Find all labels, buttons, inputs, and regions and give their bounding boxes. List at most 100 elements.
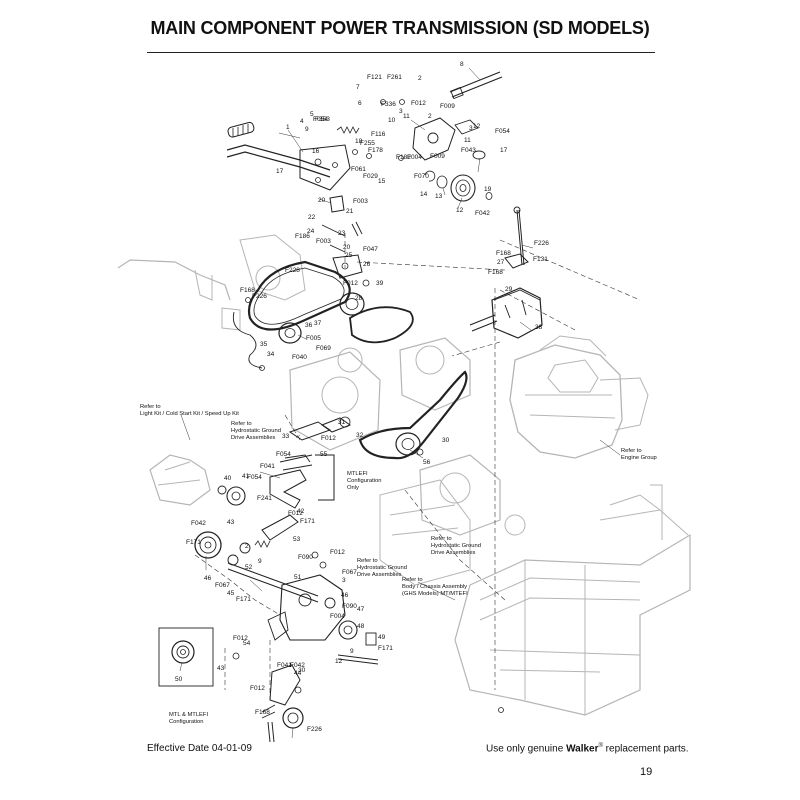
- parts-note-suffix: replacement parts.: [602, 743, 689, 755]
- effective-date: Effective Date 04-01-09: [147, 743, 252, 754]
- callout-label: 52: [245, 564, 253, 571]
- callout-label: F004: [330, 613, 345, 620]
- reference-note-line: Refer to: [431, 536, 452, 542]
- callout-label: 5: [310, 111, 314, 118]
- callout-label: F054: [495, 128, 510, 135]
- callout-label: F226: [534, 240, 549, 247]
- callout-label: 22: [308, 214, 316, 221]
- callout-label: 2: [428, 113, 432, 120]
- callout-label: F009: [430, 153, 445, 160]
- callout-label: 14: [420, 191, 428, 198]
- parts-note-prefix: Use only genuine: [486, 743, 567, 755]
- callout-label: F012: [330, 549, 345, 556]
- callout-label: 31: [338, 419, 346, 426]
- callout-label: F226: [307, 726, 322, 733]
- alignment-lines: [194, 233, 641, 700]
- callout-label: 46: [341, 592, 349, 599]
- callout-label: F069: [316, 345, 331, 352]
- callout-label: 24: [307, 228, 315, 235]
- callout-label: 30: [442, 437, 450, 444]
- callout-label: F029: [363, 173, 378, 180]
- reference-note-line: Refer to: [357, 558, 378, 564]
- callout-label: 51: [294, 574, 302, 581]
- callout-label: 45: [227, 590, 235, 597]
- callout-label: F171: [378, 645, 393, 652]
- leader-lines: [179, 67, 621, 739]
- callout-label: 3: [399, 108, 403, 115]
- callout-label: F336: [381, 101, 396, 108]
- reference-note-line: (GHS Models) MT/MTEFI: [402, 591, 468, 597]
- callout-label: F116: [371, 131, 386, 138]
- reference-note-line: Hydrostatic Ground: [357, 565, 407, 571]
- callout-label: F261: [387, 74, 402, 81]
- callout-label: F090: [298, 554, 313, 561]
- callout-label: 47: [357, 606, 365, 613]
- callout-label: F255: [360, 140, 375, 147]
- callout-label: F228: [285, 267, 300, 274]
- callout-label: F047: [363, 246, 378, 253]
- callout-label: 30: [298, 667, 306, 674]
- parts-note-mark: ®: [598, 743, 603, 749]
- callout-label: F182: [396, 154, 411, 161]
- callout-label: F168: [496, 250, 511, 257]
- callout-label: 21: [346, 208, 354, 215]
- callout-label: 9: [305, 126, 309, 133]
- callout-label: F067: [342, 569, 357, 576]
- reference-note-line: Engine Group: [621, 455, 657, 461]
- primary-parts: [171, 71, 543, 743]
- reference-note-line: Drive Assemblies: [231, 435, 276, 441]
- callout-label: 37: [314, 320, 322, 327]
- reference-note-line: MTLEFI: [347, 471, 368, 477]
- callout-label: F004: [407, 154, 422, 161]
- callout-label: 19: [484, 186, 492, 193]
- callout-label: F042: [475, 210, 490, 217]
- callout-label: F042: [290, 662, 305, 669]
- callout-label: 54: [243, 640, 251, 647]
- callout-label: 35: [260, 341, 268, 348]
- callout-label: F005: [306, 335, 321, 342]
- callout-label: F131: [533, 256, 548, 263]
- callout-label: 53: [293, 536, 301, 543]
- callout-label: 56: [423, 459, 431, 466]
- callout-label: F226: [252, 293, 267, 300]
- callout-label: F003: [316, 238, 331, 245]
- callout-label: F353: [315, 116, 330, 123]
- callout-label: 20: [343, 244, 351, 251]
- callout-label: F012: [288, 510, 303, 517]
- title-rule: [147, 52, 655, 53]
- callout-label: F067: [215, 582, 230, 589]
- callout-label: 26: [363, 261, 371, 268]
- reference-note-line: MTL & MTLEFI: [169, 712, 208, 718]
- callout-label: F040: [292, 354, 307, 361]
- reference-note-line: Drive Assemblies: [431, 550, 476, 556]
- parts-note: Use only genuine Walker® replacement par…: [486, 743, 689, 754]
- reference-note-line: Drive Assemblies: [357, 572, 402, 578]
- callout-label: F012: [250, 685, 265, 692]
- reference-note-line: Hydrostatic Ground: [431, 543, 481, 549]
- callout-label: 3: [469, 125, 473, 132]
- callout-label: 43: [217, 665, 225, 672]
- callout-label: 9: [350, 648, 354, 655]
- callout-label: 38: [535, 324, 543, 331]
- parts-note-brand: Walker: [566, 743, 599, 755]
- callout-label: F043: [461, 147, 476, 154]
- callout-label: 4: [300, 118, 304, 125]
- callout-label: 25: [345, 252, 353, 259]
- callout-label: 32: [356, 432, 364, 439]
- callout-label: 34: [267, 351, 275, 358]
- callout-label: 6: [358, 100, 362, 107]
- callout-label: 12: [335, 658, 343, 665]
- callout-label: 46: [204, 575, 212, 582]
- callout-label: 17: [276, 168, 284, 175]
- callout-label: F041: [260, 463, 275, 470]
- reference-note-line: Refer to: [621, 448, 642, 454]
- callout-label: 42: [297, 508, 305, 515]
- callout-label: F171: [236, 596, 251, 603]
- callout-label: F012: [233, 635, 248, 642]
- callout-label: 16: [312, 148, 320, 155]
- callout-label: 40: [224, 475, 232, 482]
- callout-label: F012: [411, 100, 426, 107]
- callout-label: F054: [247, 474, 262, 481]
